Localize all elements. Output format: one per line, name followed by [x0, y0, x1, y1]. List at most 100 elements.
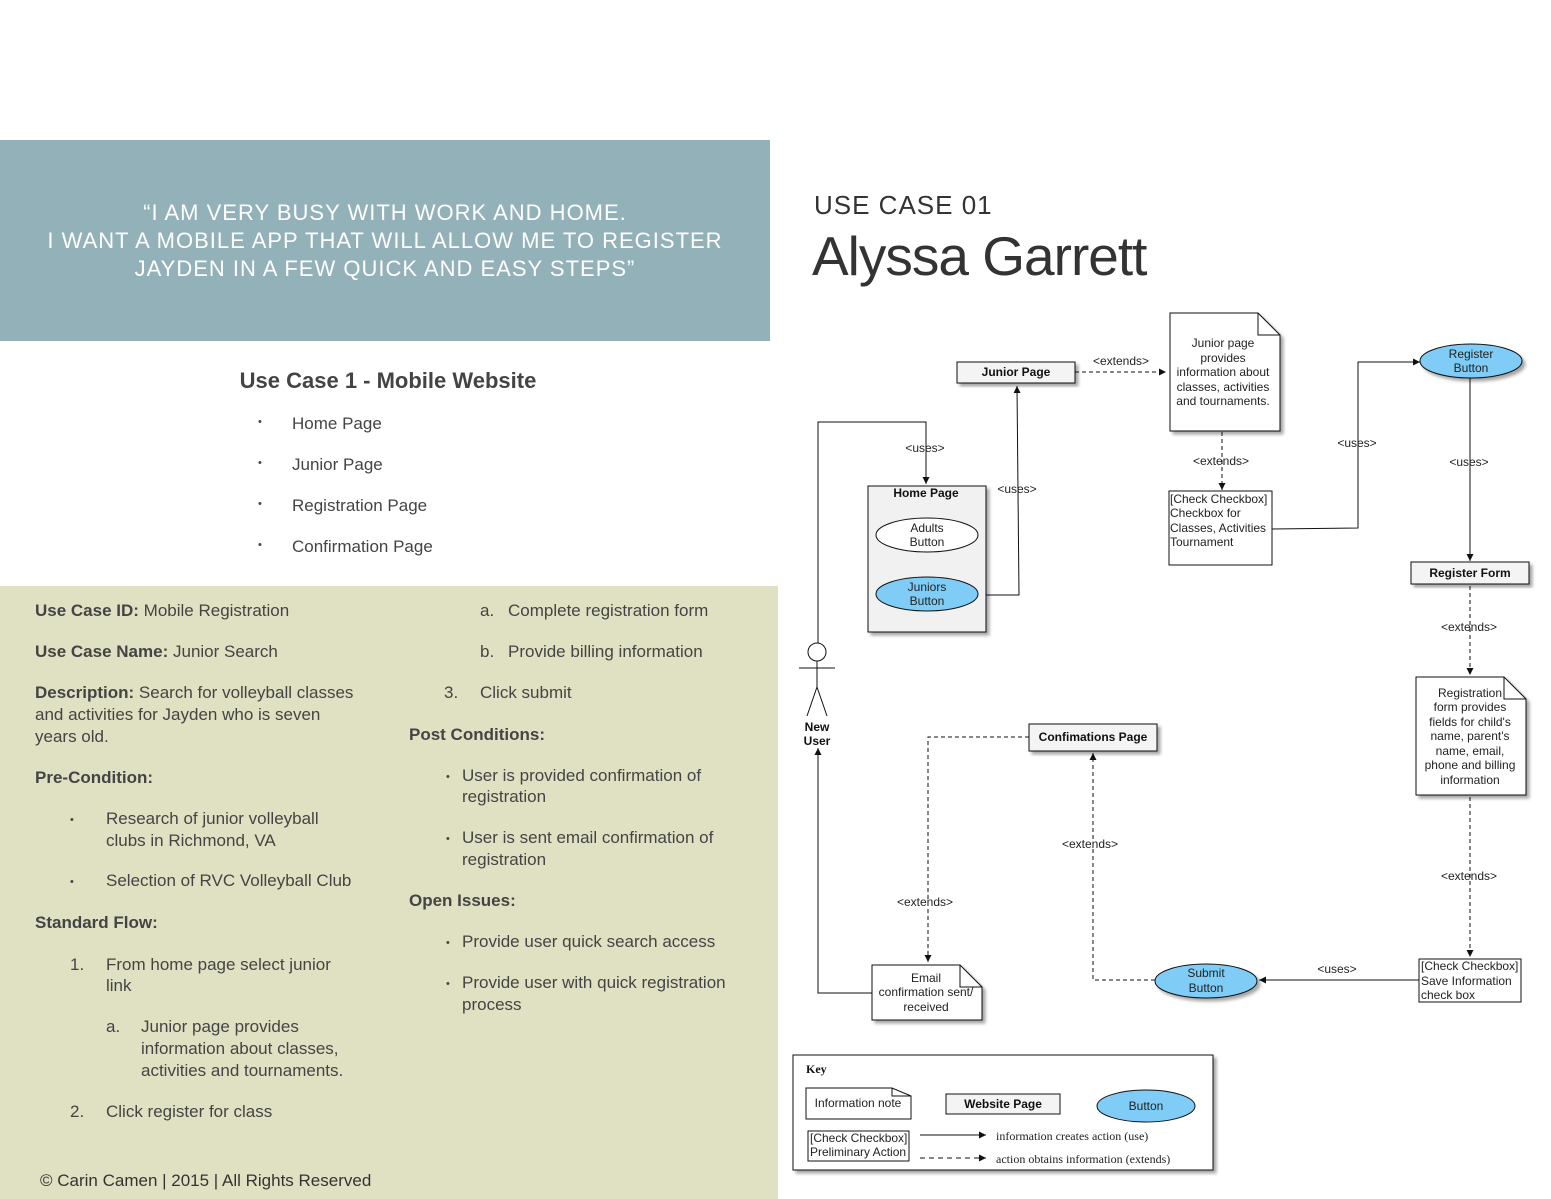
registration-info-note: Registration form provides fields for ch… — [1415, 676, 1527, 796]
connector-label: <extends> — [1441, 620, 1497, 634]
node-label: Home Page — [893, 486, 959, 500]
post-conditions-heading: Post Conditions: — [409, 725, 545, 744]
diagram-key: Key Information note Website Page Button… — [792, 1054, 1214, 1171]
note-line: information about — [1177, 365, 1270, 379]
note-line: fields for child's — [1429, 715, 1511, 729]
action-line: [Check Checkbox] — [1170, 492, 1267, 506]
home-page-node: Home Page Adults Button Juniors Button — [867, 485, 987, 633]
key-note-label: Information note — [815, 1096, 902, 1110]
pre-condition-item: clubs in Richmond, VA — [106, 831, 276, 850]
bullet: • — [446, 833, 450, 845]
note-line: Email — [911, 971, 941, 985]
open-issues-heading: Open Issues: — [409, 891, 516, 910]
key-page-shape — [945, 1093, 1061, 1115]
flow-letter: b. — [480, 642, 495, 661]
use-case-label: USE CASE 01 — [814, 190, 993, 220]
flow-step: Click register for class — [106, 1102, 273, 1121]
note-line: name, parent's — [1430, 729, 1509, 743]
key-note-shape — [805, 1087, 912, 1120]
post-condition-item: registration — [462, 787, 547, 806]
list-item: Confirmation Page — [258, 537, 433, 578]
extends-arrow — [1089, 753, 1155, 981]
open-issue-item: Provide user quick search access — [462, 932, 716, 951]
key-action-shape — [807, 1130, 910, 1162]
flow-substep: activities and tournaments. — [141, 1061, 344, 1080]
list-item: Junior Page — [258, 455, 433, 496]
key-uses-desc: information creates action (use) — [996, 1129, 1148, 1143]
pre-condition-item: Research of junior volleyball — [106, 809, 319, 828]
node-label: Juniors — [908, 580, 947, 594]
bullet: • — [70, 814, 74, 826]
action-line: Tournament — [1170, 535, 1234, 549]
page-list: Home Page Junior Page Registration Page … — [258, 414, 433, 578]
note-line: information — [1440, 773, 1499, 787]
connector-label: <extends> — [897, 895, 953, 909]
register-button-node: Register Button — [1419, 343, 1523, 379]
use-case-id: Use Case ID: Mobile Registration — [35, 601, 290, 620]
open-issue-item: process — [462, 995, 522, 1014]
connector-label: <extends> — [1062, 837, 1118, 851]
flow-substep: information about classes, — [141, 1039, 339, 1058]
connector-label: <extends> — [1193, 454, 1249, 468]
node-label: Submit — [1187, 966, 1225, 980]
list-item: Registration Page — [258, 496, 433, 537]
action-line: Save Information — [1421, 974, 1512, 988]
note-line: form provides — [1434, 700, 1507, 714]
node-label: Button — [910, 535, 945, 549]
flow-substep: Complete registration form — [508, 601, 709, 620]
open-issue-item: Provide user with quick registration — [462, 973, 726, 992]
flow-step: link — [106, 976, 132, 995]
pre-condition-item: Selection of RVC Volleyball Club — [106, 871, 352, 890]
copyright-footer: © Carin Camen | 2015 | All Rights Reserv… — [40, 1171, 372, 1190]
connector-label: <uses> — [1317, 962, 1356, 976]
note-line: classes, activities — [1177, 380, 1270, 394]
bullet: • — [446, 771, 450, 783]
flow-step: Click submit — [480, 683, 572, 702]
node-label: Button — [1189, 981, 1224, 995]
key-action-label: [Check Checkbox] — [810, 1131, 907, 1145]
key-button-shape — [1096, 1089, 1196, 1123]
adults-button-node — [875, 517, 979, 553]
flow-substep: Provide billing information — [508, 642, 703, 661]
connector-label: <uses> — [1449, 455, 1488, 469]
quote-banner: “I AM VERY BUSY WITH WORK AND HOME. I WA… — [0, 140, 770, 341]
key-title: Key — [806, 1062, 827, 1076]
node-label: Button — [1454, 361, 1489, 375]
key-action-label: Preliminary Action — [810, 1145, 906, 1159]
actor-label: New — [805, 720, 830, 734]
key-button-label: Button — [1129, 1099, 1164, 1113]
post-condition-item: User is provided confirmation of — [462, 766, 702, 785]
post-condition-item: registration — [462, 850, 547, 869]
flow-number: 2. — [70, 1102, 85, 1121]
juniors-button-node — [875, 576, 979, 612]
standard-flow-heading: Standard Flow: — [35, 913, 158, 932]
uses-arrow — [1271, 358, 1420, 530]
use-case-title: Use Case 1 - Mobile Website — [239, 368, 537, 393]
description: Description: Search for volleyball class… — [35, 683, 354, 702]
note-line: name, email, — [1436, 744, 1505, 758]
email-info-note: Email confirmation sent/ received — [871, 964, 983, 1021]
list-item: Home Page — [258, 414, 433, 455]
node-label: Button — [910, 594, 945, 608]
quote-line-2: I WANT A MOBILE APP THAT WILL ALLOW ME T… — [47, 227, 723, 253]
action-line: Checkbox for — [1170, 506, 1241, 520]
key-extends-desc: action obtains information (extends) — [996, 1152, 1170, 1166]
actor-icon — [807, 642, 827, 662]
submit-button-node: Submit Button — [1154, 963, 1258, 999]
quote-line-1: “I AM VERY BUSY WITH WORK AND HOME. — [143, 199, 627, 225]
uses-arrow — [817, 421, 930, 646]
junior-info-note: Junior page provides information about c… — [1169, 312, 1281, 432]
note-line: Registration — [1438, 686, 1502, 700]
flow-number: 3. — [444, 683, 459, 702]
pre-condition-heading: Pre-Condition: — [35, 768, 154, 787]
check-save-action: [Check Checkbox] Save Information check … — [1418, 958, 1522, 1003]
connectors — [814, 358, 1474, 994]
node-label: Register Form — [1429, 566, 1510, 580]
bullet: • — [70, 876, 74, 888]
flow-step: From home page select junior — [106, 955, 331, 974]
post-condition-item: User is sent email confirmation of — [462, 828, 714, 847]
actor-label: User — [804, 734, 831, 748]
connector-label: <uses> — [997, 482, 1036, 496]
note-line: phone and billing — [1425, 758, 1516, 772]
action-line: Classes, Activities — [1170, 521, 1266, 535]
